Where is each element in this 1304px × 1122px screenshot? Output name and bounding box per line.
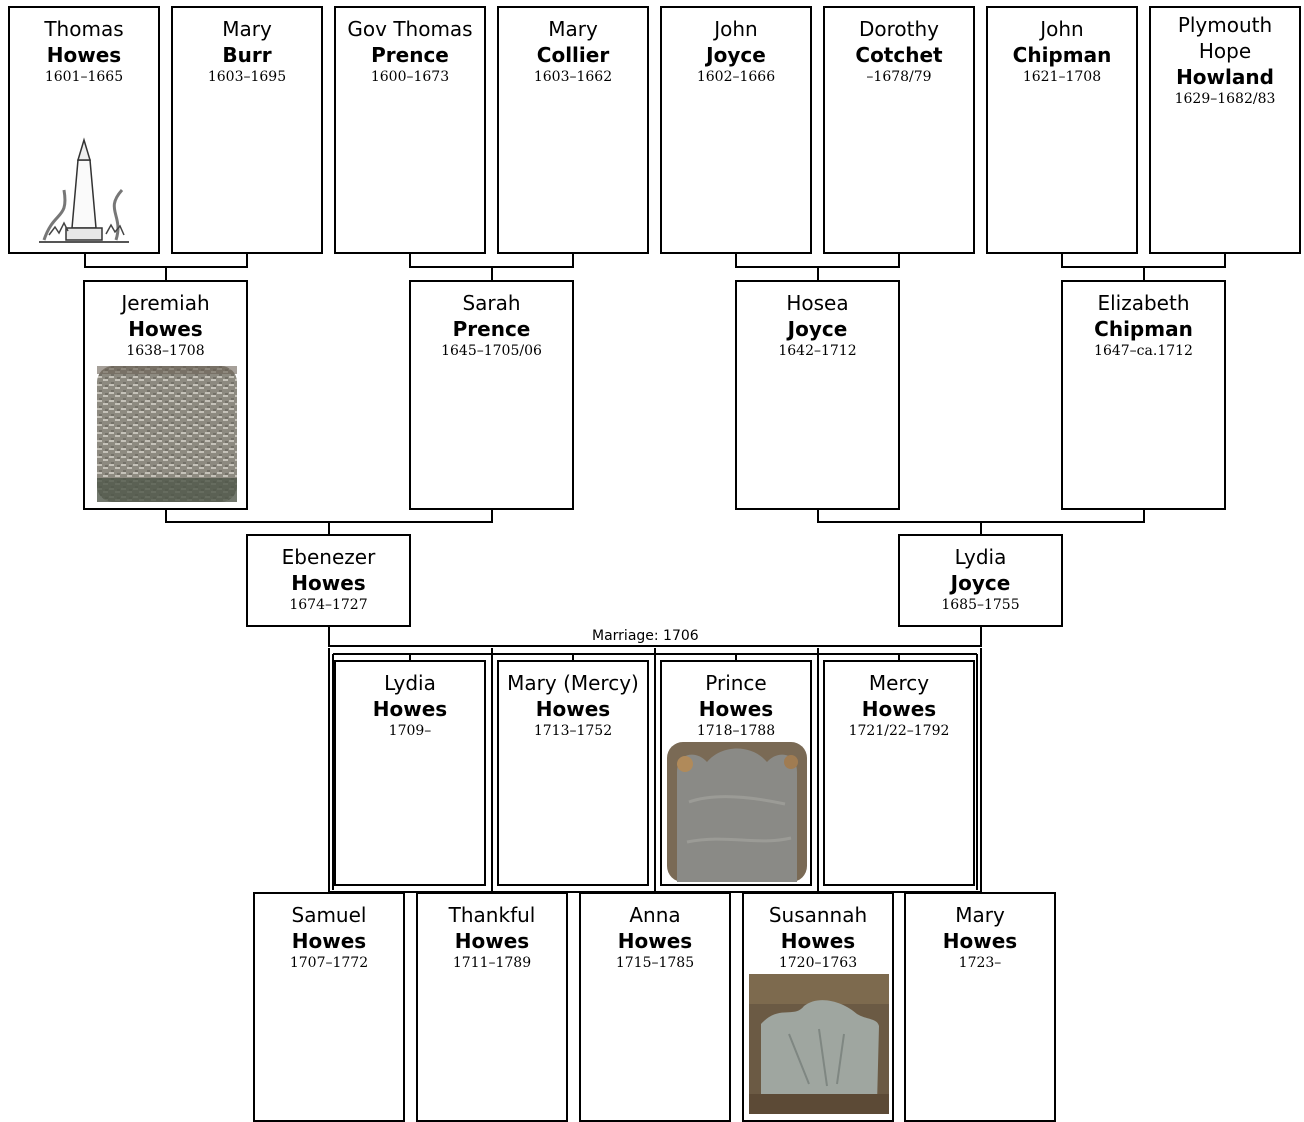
given-name: Mercy: [868, 671, 930, 695]
life-dates: 1642–1712: [778, 343, 857, 359]
life-dates: 1600–1673: [370, 69, 450, 85]
given-name: Ebenezer: [281, 545, 376, 569]
life-dates: 1721/22–1792: [848, 723, 950, 739]
surname: Collier: [536, 43, 610, 67]
life-dates: –1678/79: [866, 69, 932, 85]
given-name: John: [714, 17, 758, 41]
given-name: Lydia: [384, 671, 436, 695]
marriage-label: Marriage: 1706: [590, 628, 701, 644]
surname: Joyce: [787, 317, 848, 341]
life-dates: 1629–1682/83: [1174, 91, 1276, 107]
surname: Cotchet: [855, 43, 943, 67]
life-dates: 1707–1772: [289, 955, 369, 971]
given-name: Thankful: [448, 903, 536, 927]
life-dates: 1601–1665: [44, 69, 124, 85]
life-dates: 1709–: [388, 723, 432, 739]
life-dates: 1645–1705/06: [441, 343, 542, 359]
surname: Howes: [698, 697, 774, 721]
surname: Howland: [1176, 65, 1274, 89]
surname: Howes: [454, 929, 530, 953]
person-card-mary-mercy-howes[interactable]: Mary (Mercy)Howes 1713–1752: [497, 660, 649, 886]
given-name: Mary: [955, 903, 1005, 927]
surname: Howes: [861, 697, 937, 721]
life-dates: 1647–ca.1712: [1094, 343, 1193, 359]
surname: Prence: [452, 317, 531, 341]
surname: Howes: [291, 571, 366, 595]
surname: Howes: [535, 697, 611, 721]
life-dates: 1718–1788: [696, 723, 776, 739]
given-name: Elizabeth: [1097, 291, 1190, 315]
surname: Joyce: [950, 571, 1011, 595]
surname: Howes: [128, 317, 203, 341]
surname: Chipman: [1012, 43, 1112, 67]
monument-photo[interactable]: [34, 130, 134, 250]
given-name: Thomas: [44, 17, 124, 41]
life-dates: 1711–1789: [452, 955, 532, 971]
given-name: Jeremiah: [121, 291, 210, 315]
surname: Howes: [291, 929, 367, 953]
life-dates: 1685–1755: [941, 597, 1020, 613]
life-dates: 1723–: [958, 955, 1002, 971]
given-name: Dorothy: [858, 17, 939, 41]
surname: Joyce: [706, 43, 766, 67]
given-name: Susannah: [768, 903, 868, 927]
surname: Howes: [617, 929, 693, 953]
surname: Chipman: [1094, 317, 1193, 341]
surname: Howes: [372, 697, 448, 721]
life-dates: 1674–1727: [289, 597, 368, 613]
surname: Howes: [46, 43, 122, 67]
life-dates: 1715–1785: [615, 955, 695, 971]
given-name: Mary (Mercy): [507, 671, 639, 695]
surname: Howes: [942, 929, 1018, 953]
life-dates: 1621–1708: [1022, 69, 1102, 85]
given-name: Mary: [548, 17, 598, 41]
given-name: Prince: [705, 671, 767, 695]
surname: Howes: [780, 929, 856, 953]
surname: Prence: [371, 43, 449, 67]
given-name: Hosea: [786, 291, 849, 315]
given-name: John: [1040, 17, 1084, 41]
life-dates: 1638–1708: [126, 343, 205, 359]
given-name: Anna: [629, 903, 681, 927]
given-name: Sarah: [462, 291, 521, 315]
life-dates: 1603–1695: [207, 69, 287, 85]
surname: Burr: [222, 43, 272, 67]
life-dates: 1713–1752: [533, 723, 613, 739]
life-dates: 1720–1763: [778, 955, 858, 971]
life-dates: 1602–1666: [696, 69, 776, 85]
given-name: Samuel: [291, 903, 367, 927]
given-name: Plymouth Hope: [1177, 13, 1273, 63]
gravestone-photo[interactable]: [749, 974, 889, 1114]
given-name: Gov Thomas: [347, 17, 473, 41]
life-dates: 1603–1662: [533, 69, 613, 85]
given-name: Mary: [222, 17, 272, 41]
given-name: Lydia: [954, 545, 1007, 569]
gravestone-photo[interactable]: [667, 742, 807, 882]
gravestone-photo[interactable]: [97, 366, 237, 502]
